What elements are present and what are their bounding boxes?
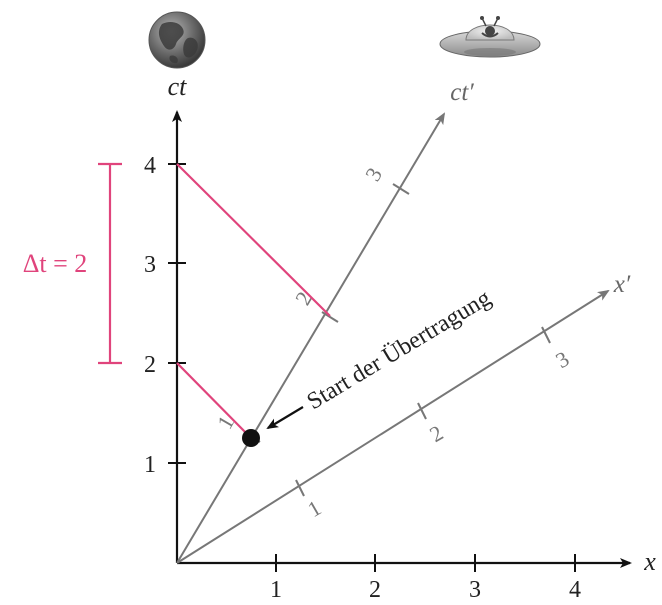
x-axis-label: x bbox=[643, 547, 656, 576]
x-tick-label-1: 1 bbox=[270, 577, 282, 603]
ct-axis-label: ct bbox=[168, 72, 188, 101]
x-tick-label-2: 2 bbox=[369, 577, 381, 603]
ufo-icon bbox=[439, 16, 541, 58]
x-prime-axis-label: x′ bbox=[613, 271, 631, 298]
start-annotation-arrow bbox=[266, 406, 304, 430]
x-prime-axis bbox=[176, 289, 610, 564]
signal-line-start bbox=[176, 362, 252, 439]
x-prime-tick-label-3: 3 bbox=[551, 346, 573, 373]
x-tick-label-3: 3 bbox=[469, 577, 481, 603]
start-event-point bbox=[242, 429, 260, 447]
ct-tick-label-2: 2 bbox=[144, 352, 156, 378]
x-prime-tick-label-2: 2 bbox=[425, 420, 447, 447]
x-prime-ticks bbox=[295, 326, 551, 497]
ct-tick-label-4: 4 bbox=[144, 153, 156, 179]
x-tick-label-4: 4 bbox=[569, 577, 581, 603]
x-prime-tick-label-1: 1 bbox=[303, 495, 325, 522]
delta-t-label: Δt = 2 bbox=[23, 249, 88, 278]
ct-prime-axis-label: ct′ bbox=[450, 79, 474, 106]
delta-t-bracket bbox=[98, 162, 122, 365]
signal-line-end bbox=[176, 163, 331, 317]
globe-icon bbox=[148, 11, 206, 69]
x-ticks bbox=[275, 554, 576, 572]
ct-tick-label-1: 1 bbox=[144, 452, 156, 478]
ct-prime-tick-label-3: 3 bbox=[360, 163, 387, 185]
ct-tick-label-3: 3 bbox=[144, 252, 156, 278]
